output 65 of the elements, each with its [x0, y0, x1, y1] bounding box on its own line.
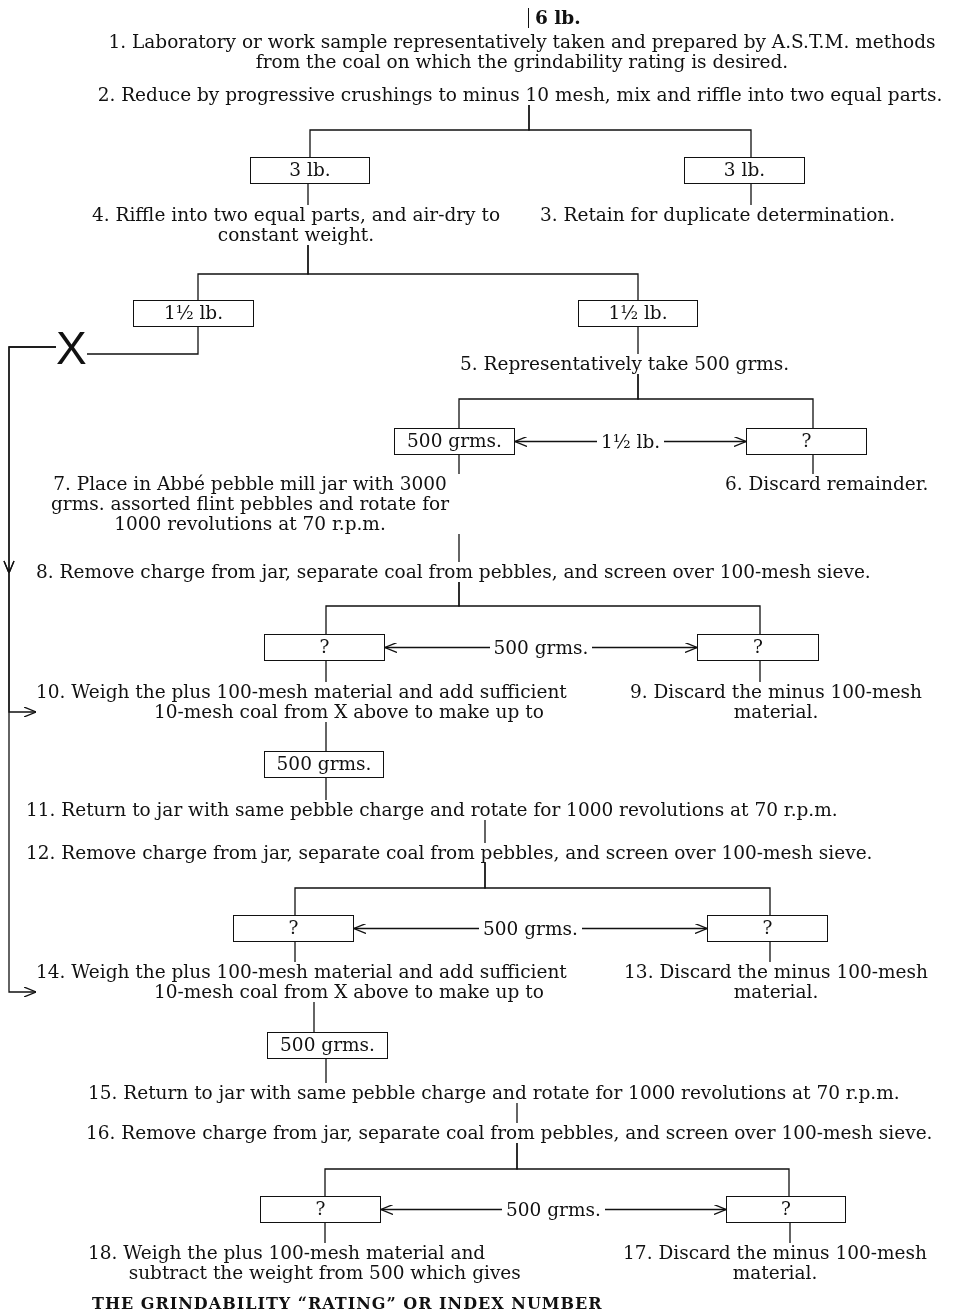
- connector-line: [325, 1058, 327, 1084]
- connector-line: [484, 819, 486, 844]
- connector-line: [516, 1142, 790, 1197]
- connector-line: [484, 862, 771, 916]
- arrow: [3, 346, 57, 998]
- quantity-box: ?: [697, 634, 819, 661]
- connector-line: [458, 581, 761, 635]
- step-text: 10. Weigh the plus 100-mesh material and add sufficient 10-mesh coal from X above to make up to: [36, 682, 596, 722]
- quantity-box: ?: [264, 634, 385, 661]
- step-text: 17. Discard the minus 100-mesh material.: [600, 1243, 950, 1283]
- connector-line: [307, 244, 639, 301]
- weight-label: 6 lb.: [528, 8, 581, 28]
- connector-line: [516, 1102, 518, 1124]
- connector-line: [458, 454, 460, 475]
- cross-mark: X: [56, 326, 87, 370]
- connector-line: [759, 660, 761, 683]
- connector-line: [86, 326, 199, 355]
- step-text: 11. Return to jar with same pebble charge and rotate for 1000 revolutions at 70 r.p.m.: [26, 800, 961, 820]
- connector-line: [769, 941, 771, 963]
- caption: THE GRINDABILITY “RATING” OR INDEX NUMBER: [92, 1294, 603, 1314]
- connector-line: [325, 660, 327, 683]
- connector-line: [325, 777, 327, 801]
- connector-line: [528, 104, 752, 158]
- connector-line: [294, 941, 296, 963]
- step-text: 6. Discard remainder.: [725, 474, 965, 494]
- step-text: 5. Representatively take 500 grms.: [460, 354, 840, 374]
- connector-line: [637, 373, 814, 429]
- quantity-box: 3 lb.: [250, 157, 370, 184]
- step-text: 7. Place in Abbé pebble mill jar with 3000 grms. assorted flint pebbles and rotate for 1000 revolutions at 70 r.p.m.: [34, 474, 466, 534]
- step-text: 4. Riffle into two equal parts, and air-dry to constant weight.: [90, 205, 502, 245]
- quantity-box: 1½ lb.: [133, 300, 254, 327]
- connector-line: [307, 183, 309, 206]
- connector-line: [812, 454, 814, 475]
- step-text: 12. Remove charge from jar, separate coal from pebbles, and screen over 100-mesh sieve.: [26, 843, 966, 863]
- step-text: 2. Reduce by progressive crushings to minus 10 mesh, mix and riffle into two equal parts.: [70, 85, 970, 105]
- step-text: 9. Discard the minus 100-mesh material.: [606, 682, 946, 722]
- step-text: 18. Weigh the plus 100-mesh material and subtract the weight from 500 which gives: [88, 1243, 543, 1283]
- step-text: 14. Weigh the plus 100-mesh material and add sufficient 10-mesh coal from X above to make up to: [36, 962, 596, 1002]
- edge-label: 500 grms.: [479, 918, 582, 939]
- quantity-box: 500 grms.: [394, 428, 515, 455]
- step-text: 15. Return to jar with same pebble charge and rotate for 1000 revolutions at 70 r.p.m.: [88, 1083, 968, 1103]
- step-text: 1. Laboratory or work sample representatively taken and prepared by A.S.T.M. methods from the coal on which the grindability rating is desired.: [88, 32, 956, 72]
- edge-label: 500 grms.: [489, 637, 593, 658]
- connector-line: [789, 1222, 791, 1244]
- step-text: 13. Discard the minus 100-mesh material.: [606, 962, 946, 1002]
- quantity-box: 1½ lb.: [578, 300, 698, 327]
- step-text: 16. Remove charge from jar, separate coal from pebbles, and screen over 100-mesh sieve.: [86, 1123, 970, 1143]
- quantity-box: 500 grms.: [267, 1032, 388, 1059]
- edge-label: 500 grms.: [502, 1199, 605, 1220]
- quantity-box: 3 lb.: [684, 157, 805, 184]
- connector-line: [458, 533, 460, 563]
- connector-line: [324, 1222, 326, 1244]
- edge-label: 1½ lb.: [597, 431, 665, 452]
- quantity-box: ?: [746, 428, 867, 455]
- quantity-box: 500 grms.: [264, 751, 384, 778]
- quantity-box: ?: [260, 1196, 381, 1223]
- quantity-box: ?: [707, 915, 828, 942]
- connector-line: [637, 326, 639, 355]
- quantity-box: ?: [726, 1196, 846, 1223]
- connector-line: [325, 721, 327, 752]
- quantity-box: ?: [233, 915, 354, 942]
- connector-line: [750, 183, 752, 206]
- step-text: 8. Remove charge from jar, separate coal from pebbles, and screen over 100-mesh sieve.: [36, 562, 961, 582]
- connector-line: [313, 1001, 315, 1033]
- step-text: 3. Retain for duplicate determination.: [540, 205, 960, 225]
